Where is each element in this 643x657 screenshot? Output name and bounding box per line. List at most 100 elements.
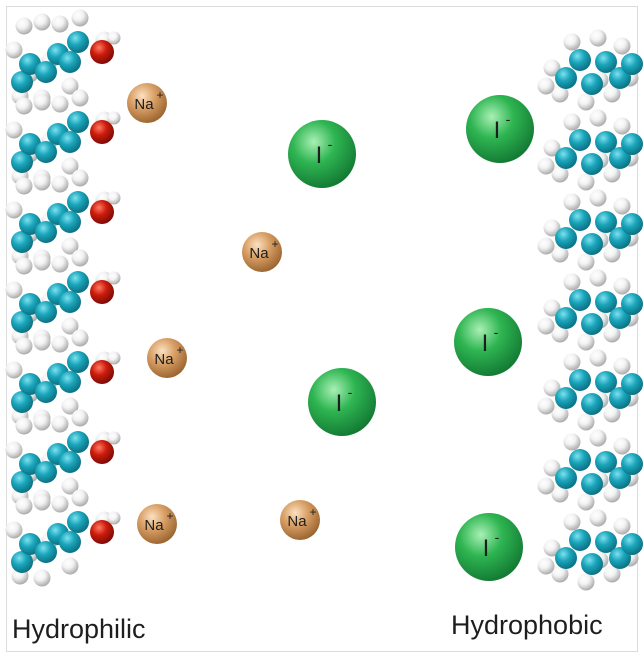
hydrogen-atom <box>15 497 33 515</box>
hydrogen-atom <box>15 417 33 435</box>
carbon-atom <box>59 211 81 233</box>
hydrogen-atom <box>71 489 89 507</box>
sodium-ion-charge: + <box>166 509 173 523</box>
hydrogen-atom <box>613 277 631 295</box>
hydrogen-atom <box>563 513 581 531</box>
iodide-ion: I- <box>466 95 534 163</box>
carbon-atom <box>555 227 577 249</box>
hydrogen-atom <box>543 219 561 237</box>
carbon-atom <box>555 147 577 169</box>
hydrogen-atom <box>577 493 595 511</box>
hydrophilic-chain <box>5 249 121 347</box>
sodium-ion-symbol: Na <box>249 245 269 262</box>
hydrophobic-chain <box>537 189 643 271</box>
iodide-ion-symbol: I <box>494 117 501 144</box>
oxygen-atom <box>90 120 114 144</box>
carbon-atom <box>595 291 617 313</box>
iodide-ion-symbol: I <box>336 390 343 417</box>
carbon-atom <box>621 213 643 235</box>
hydrogen-atom <box>51 175 69 193</box>
hydrogen-atom <box>551 245 569 263</box>
hydrogen-atom <box>551 85 569 103</box>
hydrogen-atom <box>603 565 621 583</box>
sodium-ion-symbol: Na <box>134 96 154 113</box>
hydrogen-atom <box>603 165 621 183</box>
hydrogen-atom <box>33 333 51 351</box>
carbon-atom <box>621 373 643 395</box>
hydrogen-atom <box>543 379 561 397</box>
hydrogen-atom <box>577 413 595 431</box>
hydrogen-atom <box>71 9 89 27</box>
sodium-ion-sphere <box>242 232 282 272</box>
hydrogen-atom <box>61 317 79 335</box>
hydrogen-atom <box>577 173 595 191</box>
hydrogen-atom <box>107 191 121 205</box>
carbon-atom <box>595 451 617 473</box>
carbon-atom <box>11 151 33 173</box>
hydrogen-atom <box>5 441 23 459</box>
carbon-atom <box>11 311 33 333</box>
oxygen-atom <box>90 440 114 464</box>
hydrogen-atom <box>613 37 631 55</box>
hydrogen-atom <box>551 405 569 423</box>
carbon-atom <box>569 289 591 311</box>
hydrogen-atom <box>71 329 89 347</box>
carbon-atom <box>569 209 591 231</box>
hydrogen-atom <box>107 511 121 525</box>
hydrogen-atom <box>33 13 51 31</box>
hydrogen-atom <box>5 281 23 299</box>
carbon-atom <box>595 131 617 153</box>
hydrophilic-label: Hydrophilic <box>12 614 146 644</box>
hydrogen-atom <box>5 201 23 219</box>
hydrogen-atom <box>603 245 621 263</box>
carbon-atom <box>35 61 57 83</box>
carbon-atom <box>569 129 591 151</box>
oxygen-atom <box>90 520 114 544</box>
iodide-ion-sphere <box>466 95 534 163</box>
carbon-atom <box>11 391 33 413</box>
hydrogen-atom <box>33 93 51 111</box>
hydrogen-atom <box>537 557 555 575</box>
hydrogen-atom <box>577 333 595 351</box>
hydrogen-atom <box>71 249 89 267</box>
hydrogen-atom <box>603 405 621 423</box>
iodide-ion-charge: - <box>506 111 511 127</box>
hydrogen-atom <box>613 117 631 135</box>
diagram-frame <box>6 6 638 652</box>
hydrogen-atom <box>51 95 69 113</box>
hydrogen-atom <box>33 173 51 191</box>
oxygen-atom <box>90 200 114 224</box>
hydrogen-atom <box>61 557 79 575</box>
oxygen-atom <box>90 360 114 384</box>
hydrogen-atom <box>563 433 581 451</box>
sodium-ion-charge: + <box>156 88 163 102</box>
hydrogen-atom <box>613 517 631 535</box>
hydrophobic-chain <box>537 29 643 111</box>
hydrogen-atom <box>5 521 23 539</box>
carbon-atom <box>621 53 643 75</box>
carbon-atom <box>581 73 603 95</box>
carbon-atom <box>555 467 577 489</box>
hydrophobic-chain <box>537 109 643 191</box>
hydrogen-atom <box>5 361 23 379</box>
hydrogen-atom <box>61 157 79 175</box>
iodide-ion-charge: - <box>495 529 500 545</box>
iodide-ion-symbol: I <box>482 330 489 357</box>
hydrogen-atom <box>543 139 561 157</box>
carbon-atom <box>621 293 643 315</box>
hydrogen-atom <box>577 573 595 591</box>
hydrogen-atom <box>61 397 79 415</box>
carbon-atom <box>621 133 643 155</box>
carbon-atom <box>35 381 57 403</box>
iodide-ion: I- <box>288 120 356 188</box>
carbon-atom <box>67 431 89 453</box>
hydrophobic-label: Hydrophobic <box>451 610 603 640</box>
hydrogen-atom <box>543 459 561 477</box>
sodium-ion-sphere <box>147 338 187 378</box>
oxygen-atom <box>90 40 114 64</box>
hydrogen-atom <box>51 15 69 33</box>
iodide-ion-sphere <box>308 368 376 436</box>
hydrophobic-surface <box>537 29 643 591</box>
hydrogen-atom <box>537 397 555 415</box>
